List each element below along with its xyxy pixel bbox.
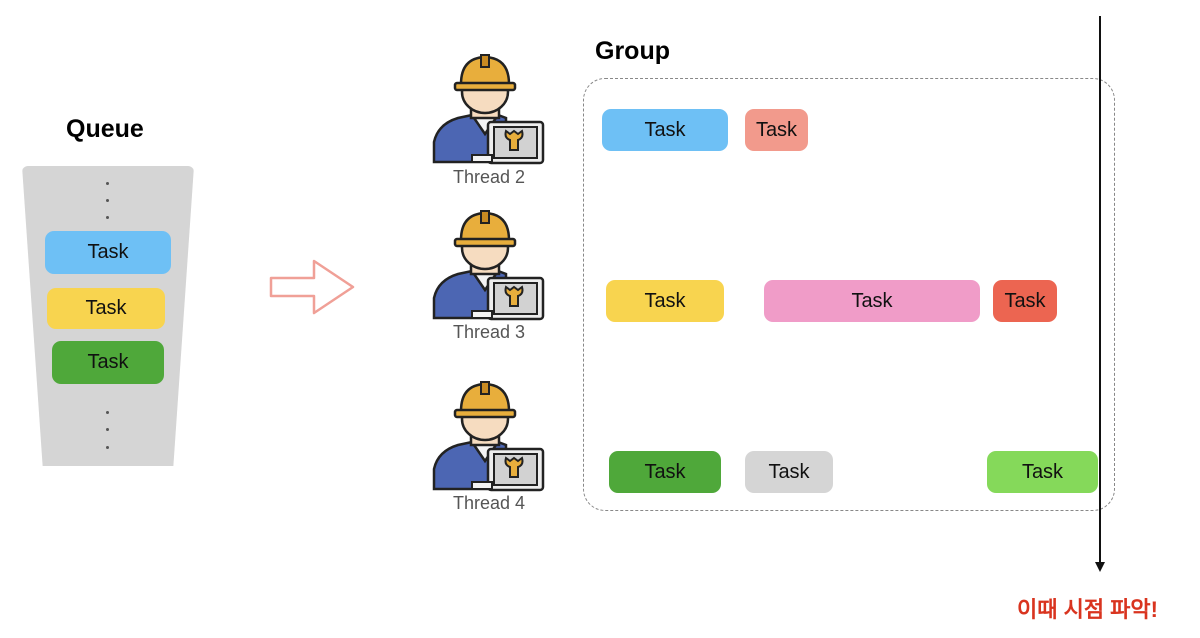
thread-task: Task <box>993 280 1057 322</box>
queue-title: Queue <box>66 115 144 143</box>
thread-task: Task <box>745 451 833 493</box>
queue-task: Task <box>45 231 171 274</box>
hollow-right-arrow-icon <box>269 259 355 315</box>
thread-label: Thread 3 <box>452 322 526 342</box>
group-box <box>583 78 1115 511</box>
thread-label: Thread 2 <box>452 167 526 187</box>
ellipsis-dot <box>106 199 109 202</box>
ellipsis-dot <box>106 428 109 431</box>
thread-task: Task <box>745 109 808 151</box>
thread-label: Thread 4 <box>452 493 526 513</box>
timeline-note: 이때 시점 파악! <box>1017 597 1158 622</box>
queue-task: Task <box>52 341 164 384</box>
worker-icon <box>432 381 545 492</box>
ellipsis-dot <box>106 216 109 219</box>
thread-task: Task <box>609 451 721 493</box>
thread-task: Task <box>987 451 1098 493</box>
thread-task: Task <box>602 109 728 151</box>
thread-task: Task <box>606 280 724 322</box>
thread-task: Task <box>764 280 980 322</box>
ellipsis-dot <box>106 182 109 185</box>
worker-icon <box>432 210 545 321</box>
timeline-arrow <box>1095 16 1105 572</box>
group-title: Group <box>595 37 670 65</box>
ellipsis-dot <box>106 411 109 414</box>
queue-task: Task <box>47 288 165 329</box>
ellipsis-dot <box>106 446 109 449</box>
worker-icon <box>432 54 545 165</box>
